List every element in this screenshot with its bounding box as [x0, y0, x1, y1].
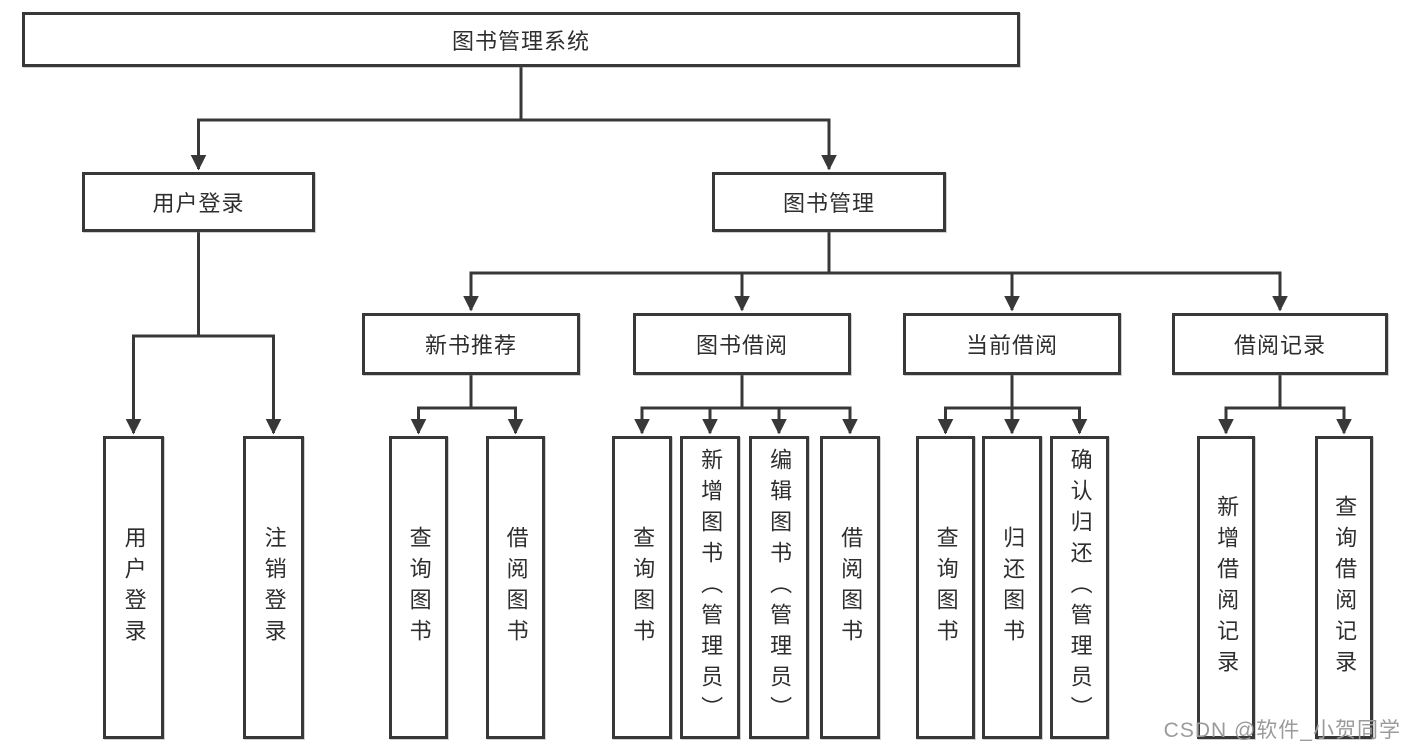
- leaf-borrowing-borrow-books: 借阅图书: [820, 436, 880, 739]
- node-borrowing-records: 借阅记录: [1172, 313, 1388, 375]
- node-label: 用户登录: [121, 525, 147, 650]
- node-book-management: 图书管理: [712, 172, 946, 232]
- node-user-login: 用户登录: [82, 172, 315, 232]
- node-label: 图书管理: [782, 191, 875, 216]
- edge-current-borrowing-to-leaves: [937, 375, 1088, 435]
- edge-new-book-recommend-to-leaves: [410, 375, 524, 435]
- leaf-logout-login: 注销登录: [243, 436, 304, 739]
- node-library-management-system: 图书管理系统: [22, 12, 1020, 67]
- leaf-current-query-books: 查询图书: [916, 436, 975, 739]
- leaf-records-query-borrow-record: 查询借阅记录: [1315, 436, 1373, 739]
- node-label: 当前借阅: [965, 333, 1058, 358]
- leaf-borrowing-edit-books-admin: 编辑图书（管理员）: [749, 436, 809, 739]
- node-label: 用户登录: [152, 191, 245, 216]
- edge-book-management-to-level3: [463, 232, 1288, 312]
- csdn-watermark: CSDN @软件_小贺同学: [1163, 719, 1401, 742]
- node-label: 查询图书: [406, 525, 432, 650]
- node-current-borrowing: 当前借阅: [903, 313, 1121, 375]
- leaf-borrowing-query-books: 查询图书: [612, 436, 672, 739]
- node-label: 注销登录: [261, 525, 287, 650]
- node-label: 新增借阅记录: [1214, 494, 1240, 681]
- leaf-borrowing-add-books-admin: 新增图书（管理员）: [680, 436, 740, 739]
- node-label: 编辑图书（管理员）: [767, 448, 793, 727]
- node-label: 借阅图书: [503, 525, 529, 650]
- leaf-current-confirm-return-admin: 确认归还（管理员）: [1050, 436, 1109, 739]
- edge-user-login-to-leaves: [125, 232, 282, 435]
- node-label: 图书管理系统: [451, 28, 590, 54]
- node-label: 借阅记录: [1233, 333, 1326, 358]
- edge-root-to-level2: [190, 67, 837, 171]
- node-label: 确认归还（管理员）: [1067, 448, 1093, 727]
- leaf-recommend-query-books: 查询图书: [389, 436, 448, 739]
- node-label: 查询图书: [630, 525, 656, 650]
- node-label: 查询借阅记录: [1332, 494, 1358, 681]
- node-label: 查询图书: [933, 525, 959, 650]
- node-label: 借阅图书: [838, 525, 864, 650]
- edge-book-borrowing-to-leaves: [634, 375, 858, 435]
- node-label: 归还图书: [1000, 525, 1026, 650]
- node-label: 新增图书（管理员）: [698, 448, 724, 727]
- leaf-user-login: 用户登录: [103, 436, 164, 739]
- leaf-recommend-borrow-books: 借阅图书: [486, 436, 545, 739]
- leaf-current-return-books: 归还图书: [982, 436, 1042, 739]
- node-label: 新书推荐: [424, 333, 517, 358]
- node-new-book-recommend: 新书推荐: [362, 313, 580, 375]
- node-book-borrowing: 图书借阅: [633, 313, 851, 375]
- edge-borrowing-records-to-leaves: [1218, 375, 1352, 435]
- leaf-records-add-borrow-record: 新增借阅记录: [1197, 436, 1255, 739]
- node-label: 图书借阅: [695, 333, 788, 358]
